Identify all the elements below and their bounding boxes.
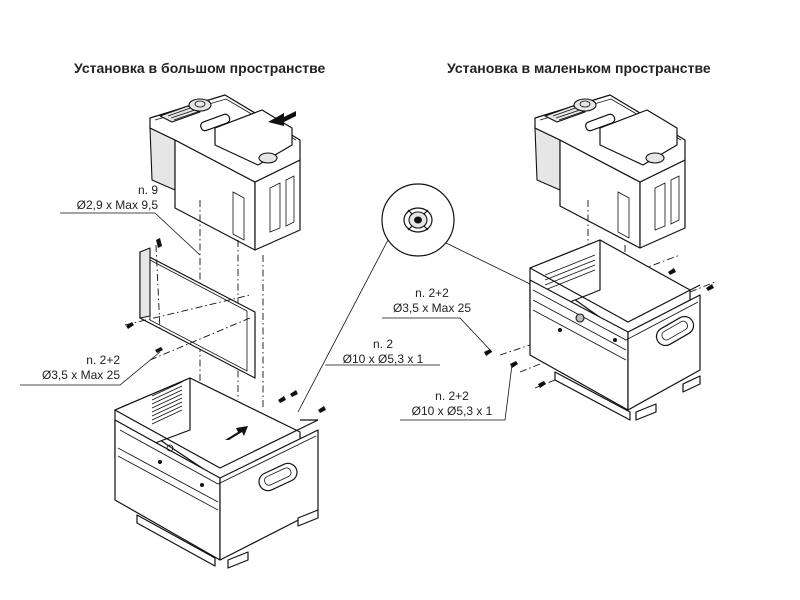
- callout-spec: Ø10 x Ø5,3 x 1: [342, 352, 424, 366]
- callout-spec: Ø3,5 x Max 25: [392, 301, 472, 315]
- callout-screws-n9: n. 9 Ø2,9 x Max 9,5: [50, 183, 158, 213]
- heading-small-space: Установка в маленьком пространстве: [447, 60, 711, 76]
- insert-arrow-icon: [268, 111, 296, 126]
- detail-magnifier: [381, 183, 455, 257]
- callout-spec: Ø3,5 x Max 25: [41, 368, 120, 382]
- knob-icon: [645, 152, 665, 164]
- insert-arrow-icon: [225, 426, 248, 440]
- appliance-right: [534, 94, 686, 249]
- callout-screws-left: n. 2+2 Ø3,5 x Max 25: [20, 353, 120, 383]
- callout-qty: n. 9: [137, 183, 158, 197]
- callout-qty: n. 2+2: [86, 353, 120, 367]
- housing-left: [114, 377, 319, 569]
- callout-washers-n2: n. 2 Ø10 x Ø5,3 x 1: [333, 337, 433, 367]
- vent-grill: [159, 103, 201, 123]
- handle-icon: [655, 315, 695, 347]
- appliance-left: [149, 94, 301, 251]
- callout-screws-right: n. 2+2 Ø3,5 x Max 25: [382, 286, 482, 316]
- heading-large-space: Установка в большом пространстве: [74, 60, 326, 76]
- callout-qty: n. 2: [372, 337, 393, 351]
- handle-icon: [258, 462, 298, 492]
- callout-qty: n. 2+2: [435, 389, 469, 403]
- knob-icon: [258, 152, 278, 164]
- callout-qty: n. 2+2: [415, 286, 449, 300]
- mounting-plate: [124, 244, 256, 379]
- housing-right: [529, 239, 701, 421]
- callout-spec: Ø2,9 x Max 9,5: [76, 198, 158, 212]
- round-port-icon: [573, 98, 597, 112]
- screw-icon: [126, 238, 326, 413]
- round-port-icon: [188, 98, 212, 112]
- callout-washers-right: n. 2+2 Ø10 x Ø5,3 x 1: [400, 389, 504, 419]
- callout-spec: Ø10 x Ø5,3 x 1: [411, 404, 493, 418]
